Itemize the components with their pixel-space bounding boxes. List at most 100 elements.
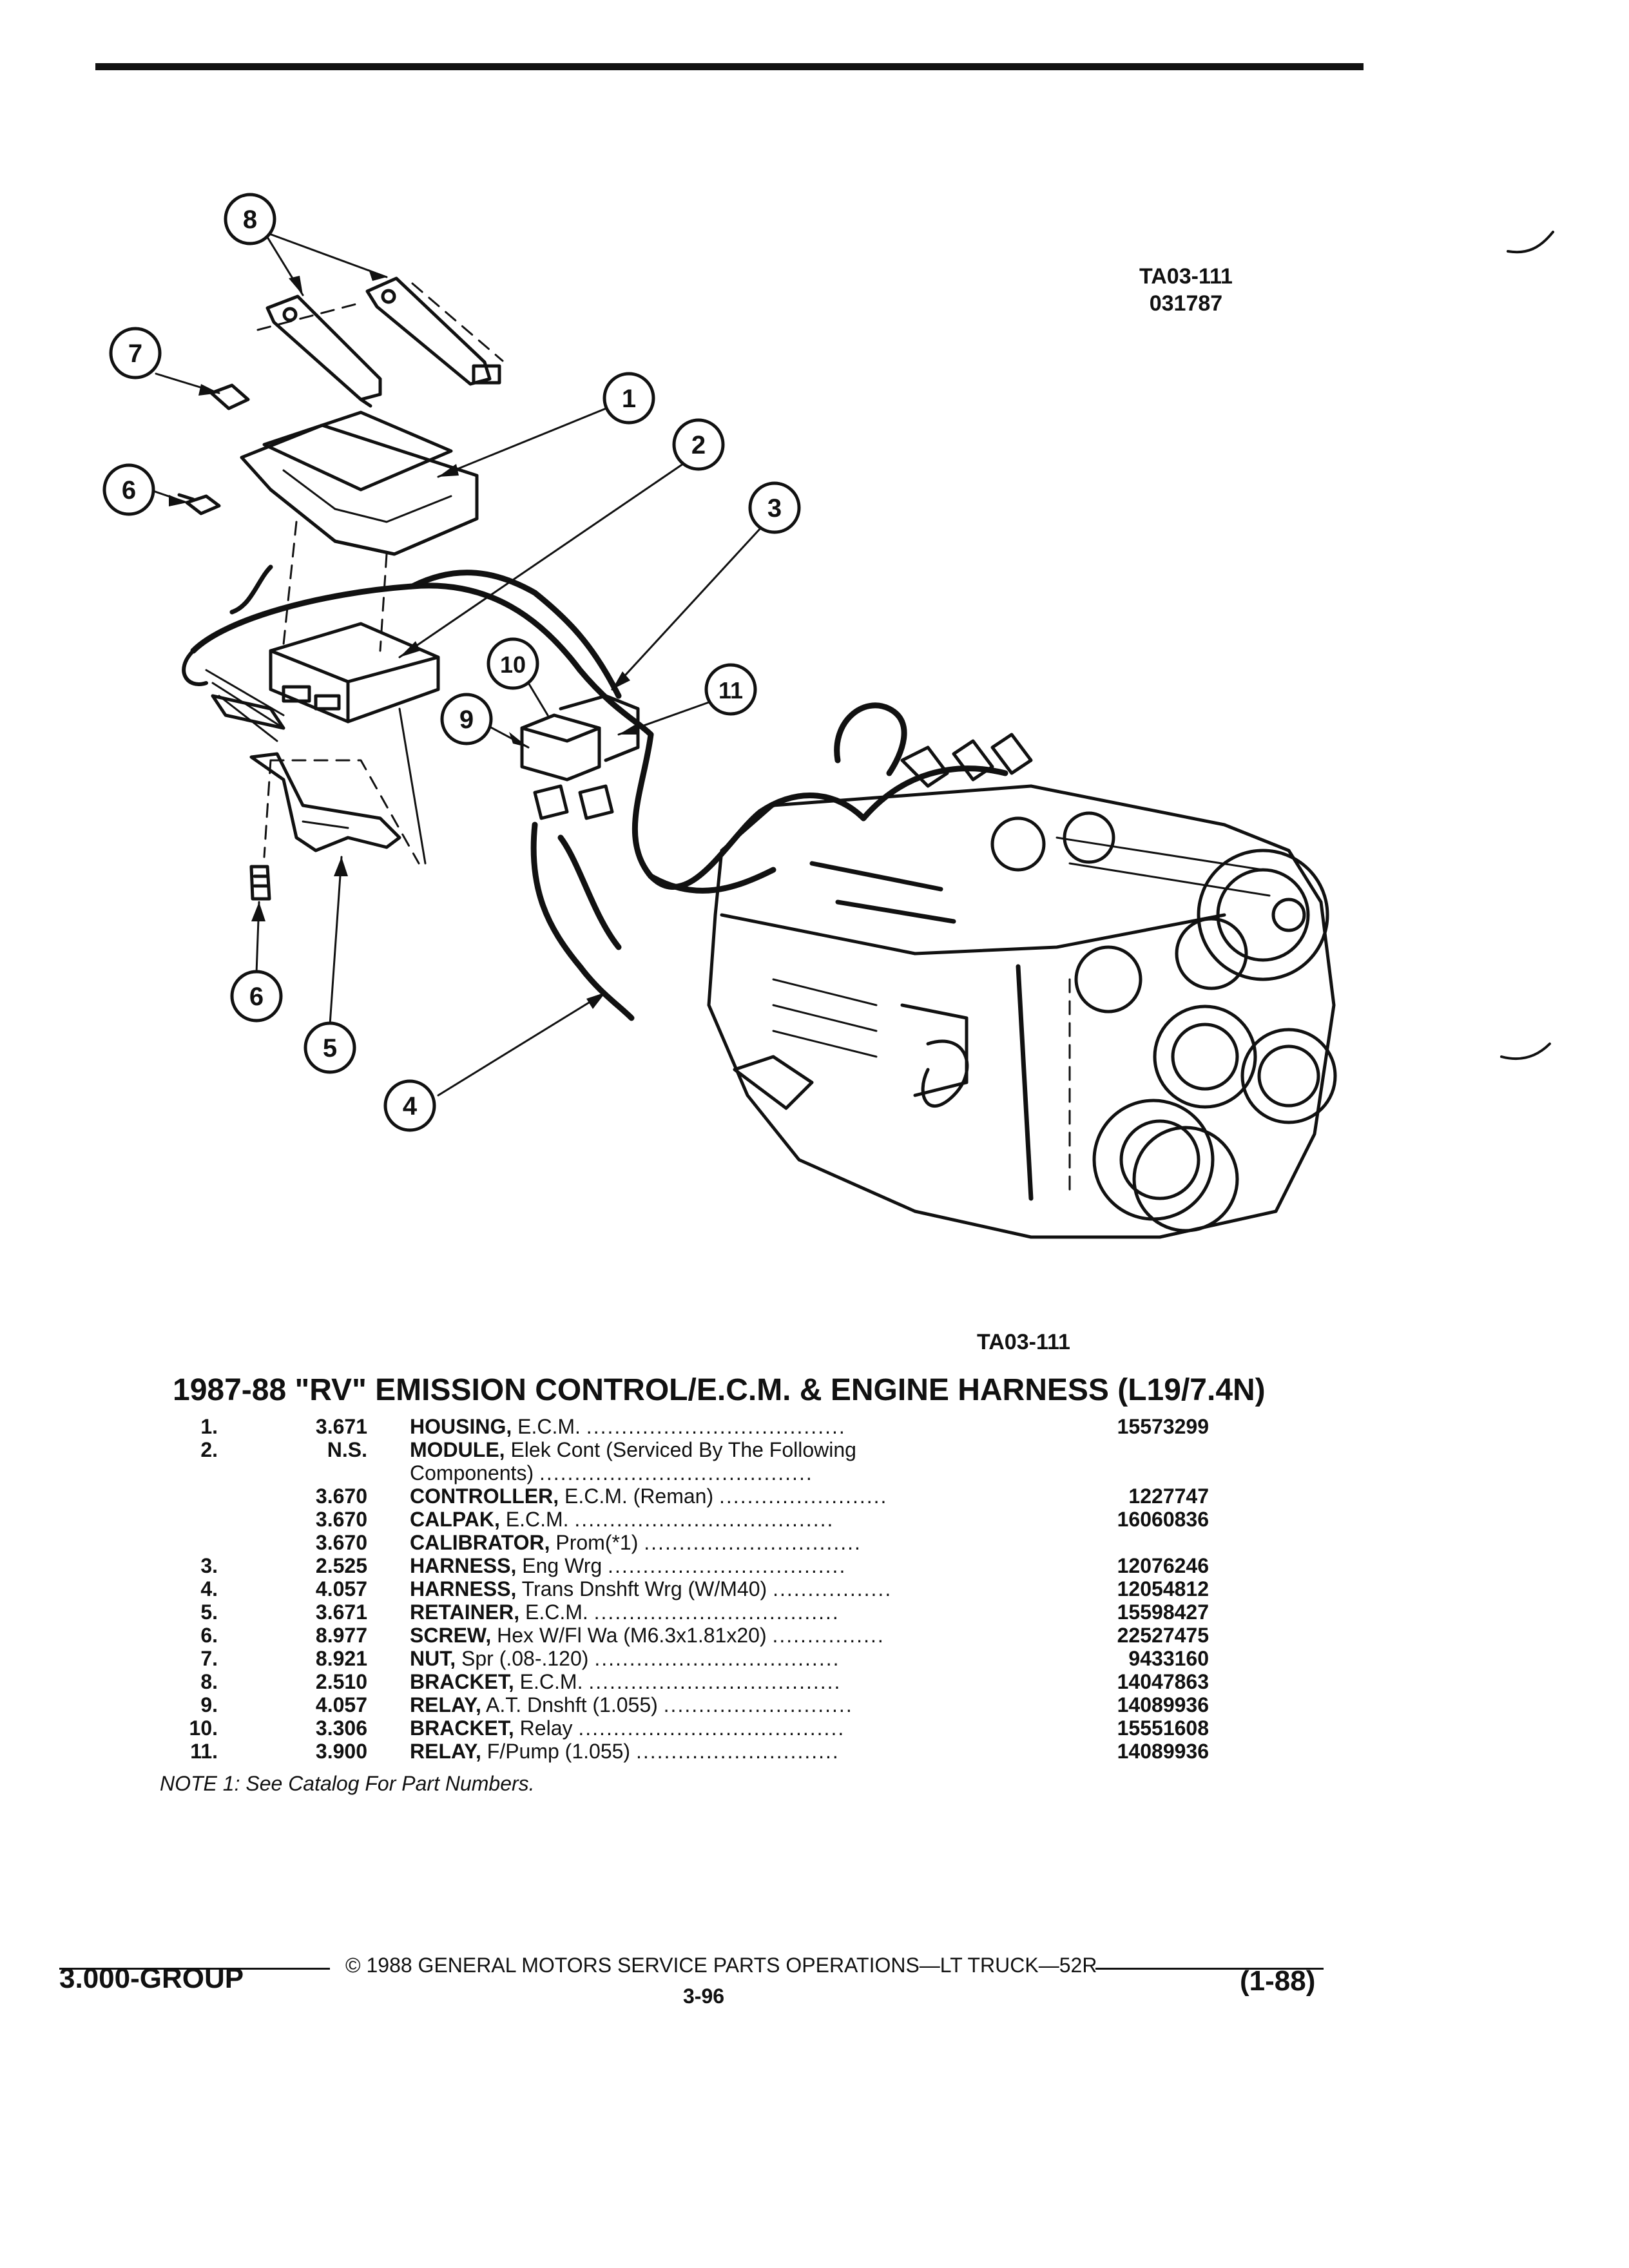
callout-1: 1 (602, 372, 655, 425)
part-number: 15551608 (1117, 1716, 1209, 1740)
figure-ref-bottom: TA03-111 (977, 1330, 1070, 1354)
leader-dots: .................................. (608, 1554, 847, 1577)
leader-dots: ....................................... (539, 1461, 813, 1485)
table-row: 2. N.S. MODULE, Elek Cont (Serviced By T… (173, 1438, 1209, 1461)
callout-label: 1 (622, 385, 636, 413)
leader-dots: ...................................... (578, 1716, 845, 1740)
ecm-screw-upper (177, 493, 221, 515)
part-number: 14089936 (1117, 1693, 1209, 1716)
callout-11: 11 (704, 663, 757, 716)
leader-arrowheads (169, 269, 639, 1009)
part-number: 15598427 (1117, 1600, 1209, 1624)
part-detail: E.C.M. (519, 1600, 588, 1624)
callout-6-upper: 6 (102, 463, 155, 516)
part-name: NUT, (410, 1647, 456, 1670)
callout-10: 10 (487, 637, 539, 690)
leader-dots: .................................... (588, 1670, 842, 1693)
callout-label: 5 (323, 1034, 337, 1062)
group-code: 3.306 (315, 1716, 367, 1740)
part-number (1086, 1531, 1209, 1554)
part-description: BRACKET, Relay .........................… (410, 1716, 1086, 1740)
callout-label: 2 (691, 431, 706, 459)
part-number: 1227747 (1128, 1485, 1209, 1508)
item-number (173, 1508, 218, 1531)
part-name: RETAINER, (410, 1600, 520, 1624)
item-number (173, 1531, 218, 1554)
table-row: 1. 3.671 HOUSING, E.C.M. ...............… (173, 1415, 1209, 1438)
part-detail: Components) (410, 1461, 534, 1485)
part-detail: Relay (514, 1716, 573, 1740)
part-description: HOUSING, E.C.M. ........................… (410, 1415, 1086, 1438)
part-description: HARNESS, Trans Dnshft Wrg (W/M40) ......… (410, 1577, 1086, 1600)
callout-4: 4 (383, 1079, 436, 1132)
group-code: 3.671 (315, 1415, 367, 1438)
callout-label: 7 (128, 340, 142, 368)
table-row: 7. 8.921 NUT, Spr (.08-.120) ...........… (173, 1647, 1209, 1670)
engine-pulleys (1074, 849, 1337, 1233)
part-number: 14047863 (1117, 1670, 1209, 1693)
part-description: CALIBRATOR, Prom(*1) ...................… (410, 1531, 1086, 1554)
margin-marks (1500, 231, 1554, 1060)
part-name: CONTROLLER, (410, 1485, 559, 1508)
engine-assembly (707, 733, 1336, 1239)
footer-rule-left (59, 1968, 330, 1970)
callout-5: 5 (304, 1021, 356, 1074)
ecm-housing (240, 410, 479, 556)
table-row: 3.670 CALIBRATOR, Prom(*1) .............… (173, 1531, 1209, 1554)
top-rule (95, 63, 1364, 70)
part-detail: E.C.M. (499, 1508, 569, 1531)
part-name: HOUSING, (410, 1415, 512, 1438)
footer-copyright: © 1988 GENERAL MOTORS SERVICE PARTS OPER… (345, 1954, 1097, 1977)
part-description: SCREW, Hex W/Fl Wa (M6.3x1.81x20) ......… (410, 1624, 1086, 1647)
leader-dots: ..................................... (586, 1415, 846, 1438)
item-number: 4. (200, 1577, 218, 1600)
footer-group: 3.000-GROUP (59, 1963, 244, 1994)
group-code: 4.057 (315, 1577, 367, 1600)
item-number: 10. (189, 1716, 218, 1740)
exploded-parts-diagram: 8 7 6 1 2 3 10 9 (102, 193, 1554, 1239)
item-number: 5. (200, 1600, 218, 1624)
group-code: 8.977 (315, 1624, 367, 1647)
part-number: 14089936 (1117, 1740, 1209, 1763)
part-description: NUT, Spr (.08-.120) ....................… (410, 1647, 1086, 1670)
callout-9: 9 (440, 693, 493, 745)
leader-dots: ................................... (594, 1647, 840, 1670)
part-description: CONTROLLER, E.C.M. (Reman) .............… (410, 1485, 1086, 1508)
figure-ref-date: 031787 (1149, 291, 1223, 316)
part-detail: Spr (.08-.120) (456, 1647, 589, 1670)
callout-6-lower: 6 (230, 970, 283, 1023)
retainer-screw (249, 865, 271, 901)
item-number: 7. (200, 1647, 218, 1670)
part-detail: E.C.M. (514, 1670, 583, 1693)
part-description: MODULE, Elek Cont (Serviced By The Follo… (410, 1438, 1086, 1461)
part-name: CALIBRATOR, (410, 1531, 550, 1554)
table-row: 3.670 CALPAK, E.C.M. ...................… (173, 1508, 1209, 1531)
callout-label: 9 (459, 706, 474, 734)
group-code: 2.510 (315, 1670, 367, 1693)
group-code (218, 1461, 410, 1485)
item-number (173, 1485, 218, 1508)
part-name: MODULE, (410, 1438, 505, 1461)
group-code: N.S. (327, 1438, 367, 1461)
leader-dots: ..................................... (574, 1508, 834, 1531)
leader-dots: ................. (773, 1577, 892, 1600)
part-description: RELAY, F/Pump (1.055) ..................… (410, 1740, 1086, 1763)
part-detail: Prom(*1) (550, 1531, 639, 1554)
part-name: BRACKET, (410, 1670, 514, 1693)
part-name: HARNESS, (410, 1577, 517, 1600)
part-description: BRACKET, E.C.M. ........................… (410, 1670, 1086, 1693)
callout-markers: 8 7 6 1 2 3 10 9 (102, 193, 801, 1132)
group-code: 3.670 (315, 1508, 367, 1531)
table-row: 6. 8.977 SCREW, Hex W/Fl Wa (M6.3x1.81x2… (173, 1624, 1209, 1647)
part-detail: Hex W/Fl Wa (M6.3x1.81x20) (491, 1624, 767, 1647)
callout-8: 8 (224, 193, 276, 245)
part-number: 15573299 (1117, 1415, 1209, 1438)
callout-label: 11 (718, 677, 743, 704)
part-detail: E.C.M. (Reman) (559, 1485, 714, 1508)
table-row: 4. 4.057 HARNESS, Trans Dnshft Wrg (W/M4… (173, 1577, 1209, 1600)
part-name: RELAY, (410, 1740, 481, 1763)
table-row: Components) ............................… (173, 1461, 1209, 1485)
table-row: 11. 3.900 RELAY, F/Pump (1.055) ........… (173, 1740, 1209, 1763)
part-number: 16060836 (1117, 1508, 1209, 1531)
item-number: 2. (200, 1438, 218, 1461)
